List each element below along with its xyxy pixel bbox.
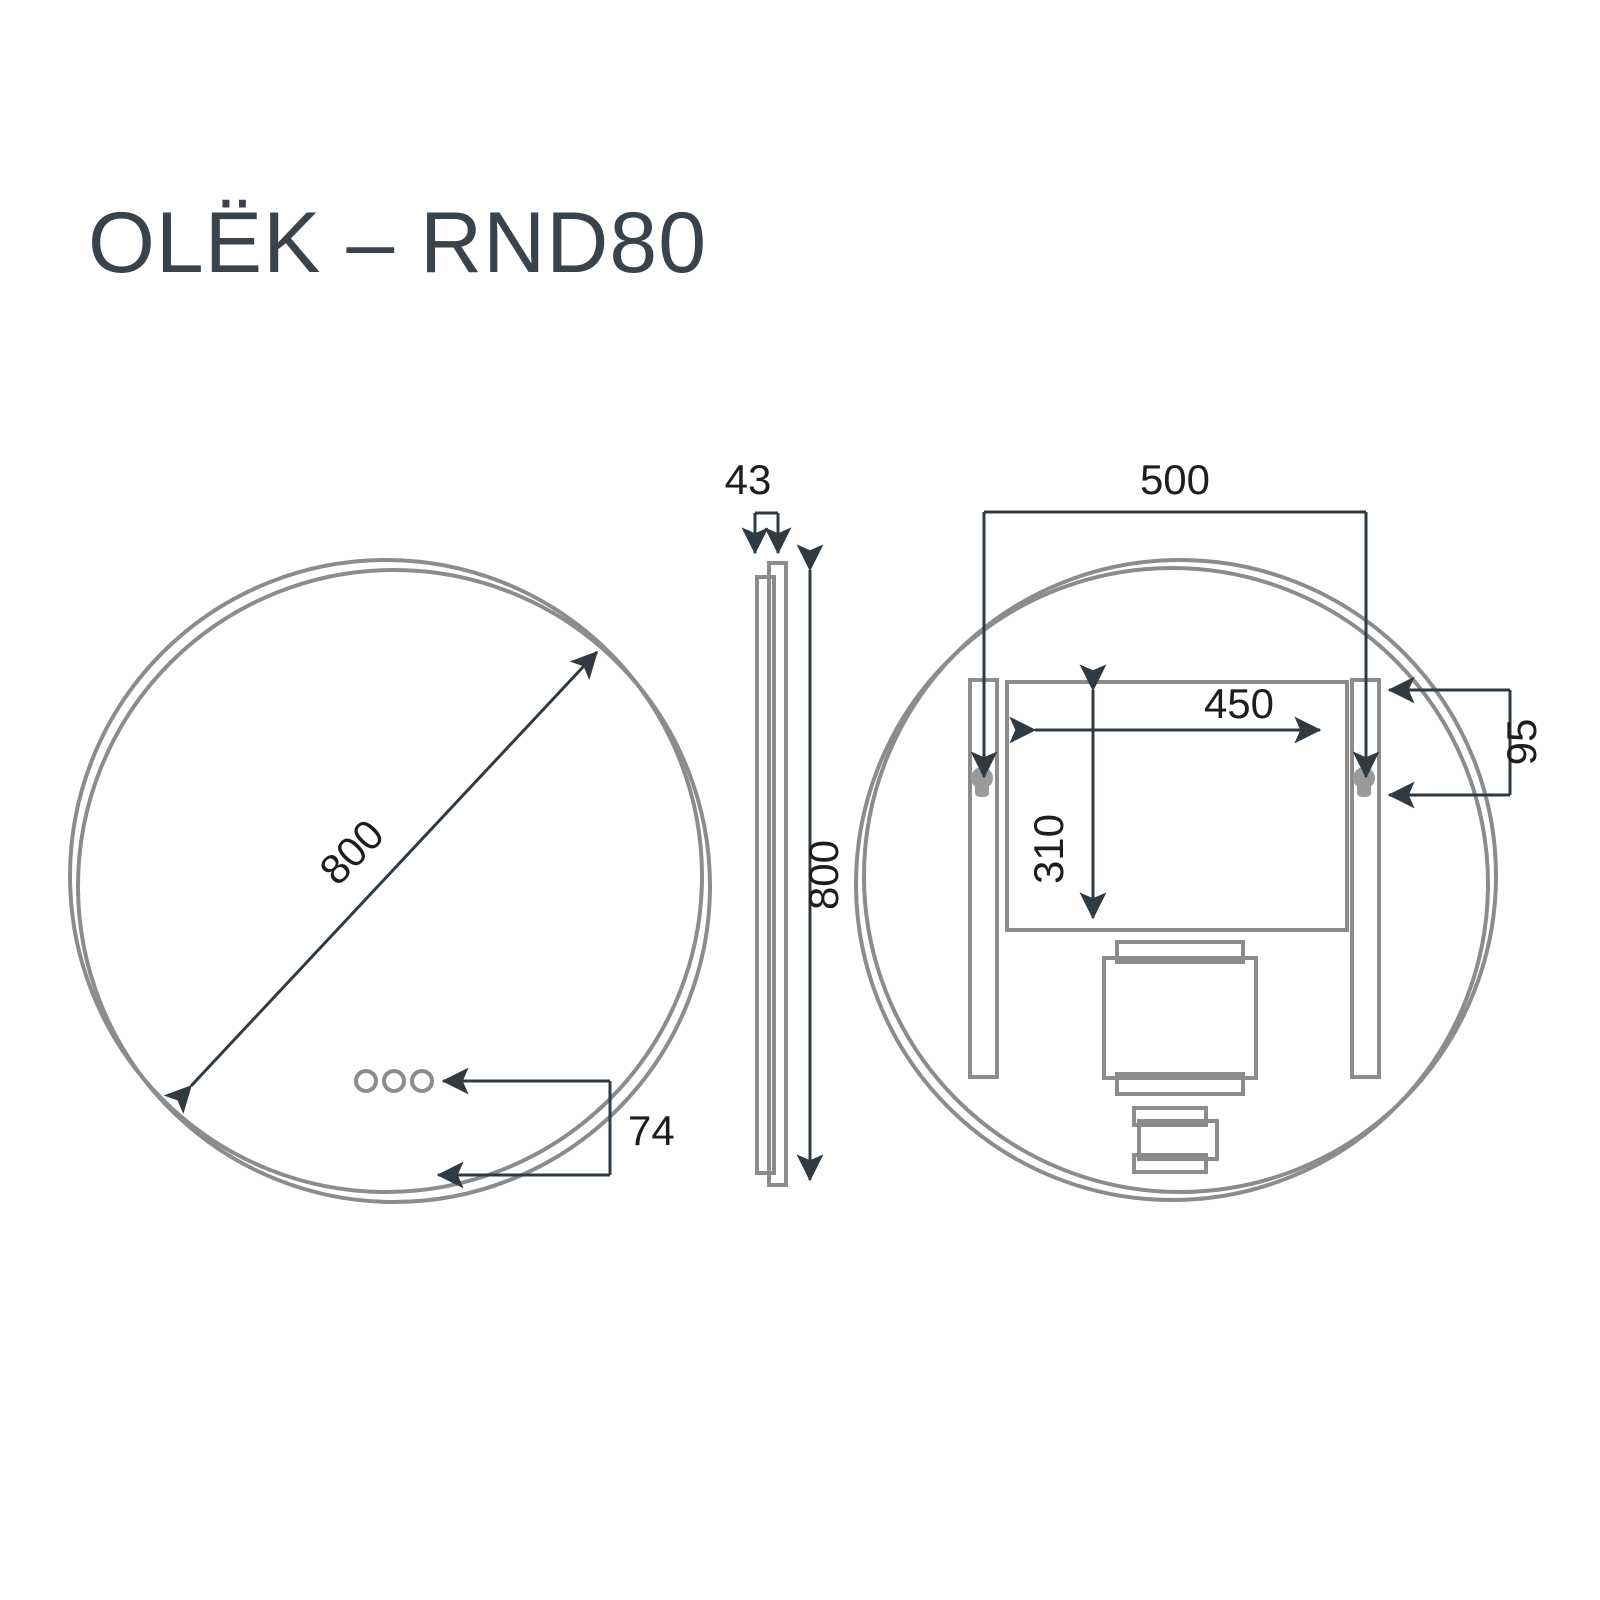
- driver-box-top-flange: [1115, 940, 1245, 964]
- dimension-front-sensor-offset-label: 74: [628, 1107, 675, 1154]
- dimension-back-panel-width-label: 450: [1204, 680, 1274, 727]
- keyhole-slot-right: [1353, 767, 1375, 797]
- dimension-front-sensor-offset: 74: [436, 1067, 675, 1189]
- dimension-back-panel-width: 450: [1009, 680, 1322, 744]
- touch-sensor-dot-2[interactable]: [382, 1069, 406, 1093]
- junction-box-body: [1137, 1119, 1219, 1161]
- dimension-front-diameter-label: 800: [310, 810, 392, 893]
- dimension-side-depth: 43: [725, 456, 792, 555]
- page-title: OLËK – RND80: [88, 195, 708, 291]
- front-view: 800 74: [68, 558, 712, 1204]
- dimension-back-keyhole-drop-label: 95: [1498, 719, 1545, 766]
- side-view: 43 800: [725, 456, 847, 1187]
- driver-box-body: [1102, 956, 1258, 1080]
- front-mirror-frame-circle: [68, 558, 704, 1194]
- dimension-front-diameter: 800: [163, 650, 599, 1114]
- touch-sensor-dot-1[interactable]: [354, 1069, 378, 1093]
- dimension-back-panel-height: 310: [1025, 664, 1107, 920]
- dimension-back-keyhole-drop: 95: [1387, 676, 1545, 809]
- driver-box: [1102, 940, 1258, 1096]
- junction-box-bottom-flange: [1132, 1153, 1208, 1174]
- touch-sensor-dots[interactable]: [354, 1069, 434, 1093]
- back-mirror-frame-circle: [862, 558, 1498, 1194]
- junction-box-top-flange: [1132, 1106, 1208, 1127]
- dimension-back-rail-spacing: 500: [970, 456, 1380, 779]
- dimension-back-rail-spacing-label: 500: [1140, 456, 1210, 503]
- dimension-side-height: 800: [796, 544, 847, 1182]
- back-mirror-glass-circle: [854, 566, 1490, 1202]
- dimension-side-height-label: 800: [800, 840, 847, 910]
- side-front-glass-bar: [767, 561, 788, 1187]
- touch-sensor-dot-3[interactable]: [410, 1069, 434, 1093]
- front-mirror-glass-circle: [76, 568, 712, 1204]
- junction-box: [1132, 1106, 1219, 1174]
- dimension-front-diameter-line: [163, 650, 599, 1114]
- side-back-panel-bar: [755, 575, 776, 1175]
- dimension-back-panel-height-label: 310: [1025, 814, 1072, 884]
- back-panel: [1005, 680, 1349, 932]
- dimension-side-depth-label: 43: [725, 456, 772, 503]
- driver-box-bottom-flange: [1115, 1072, 1245, 1096]
- back-view: 500 450 310 95: [854, 456, 1545, 1202]
- keyhole-slot-left: [971, 767, 993, 797]
